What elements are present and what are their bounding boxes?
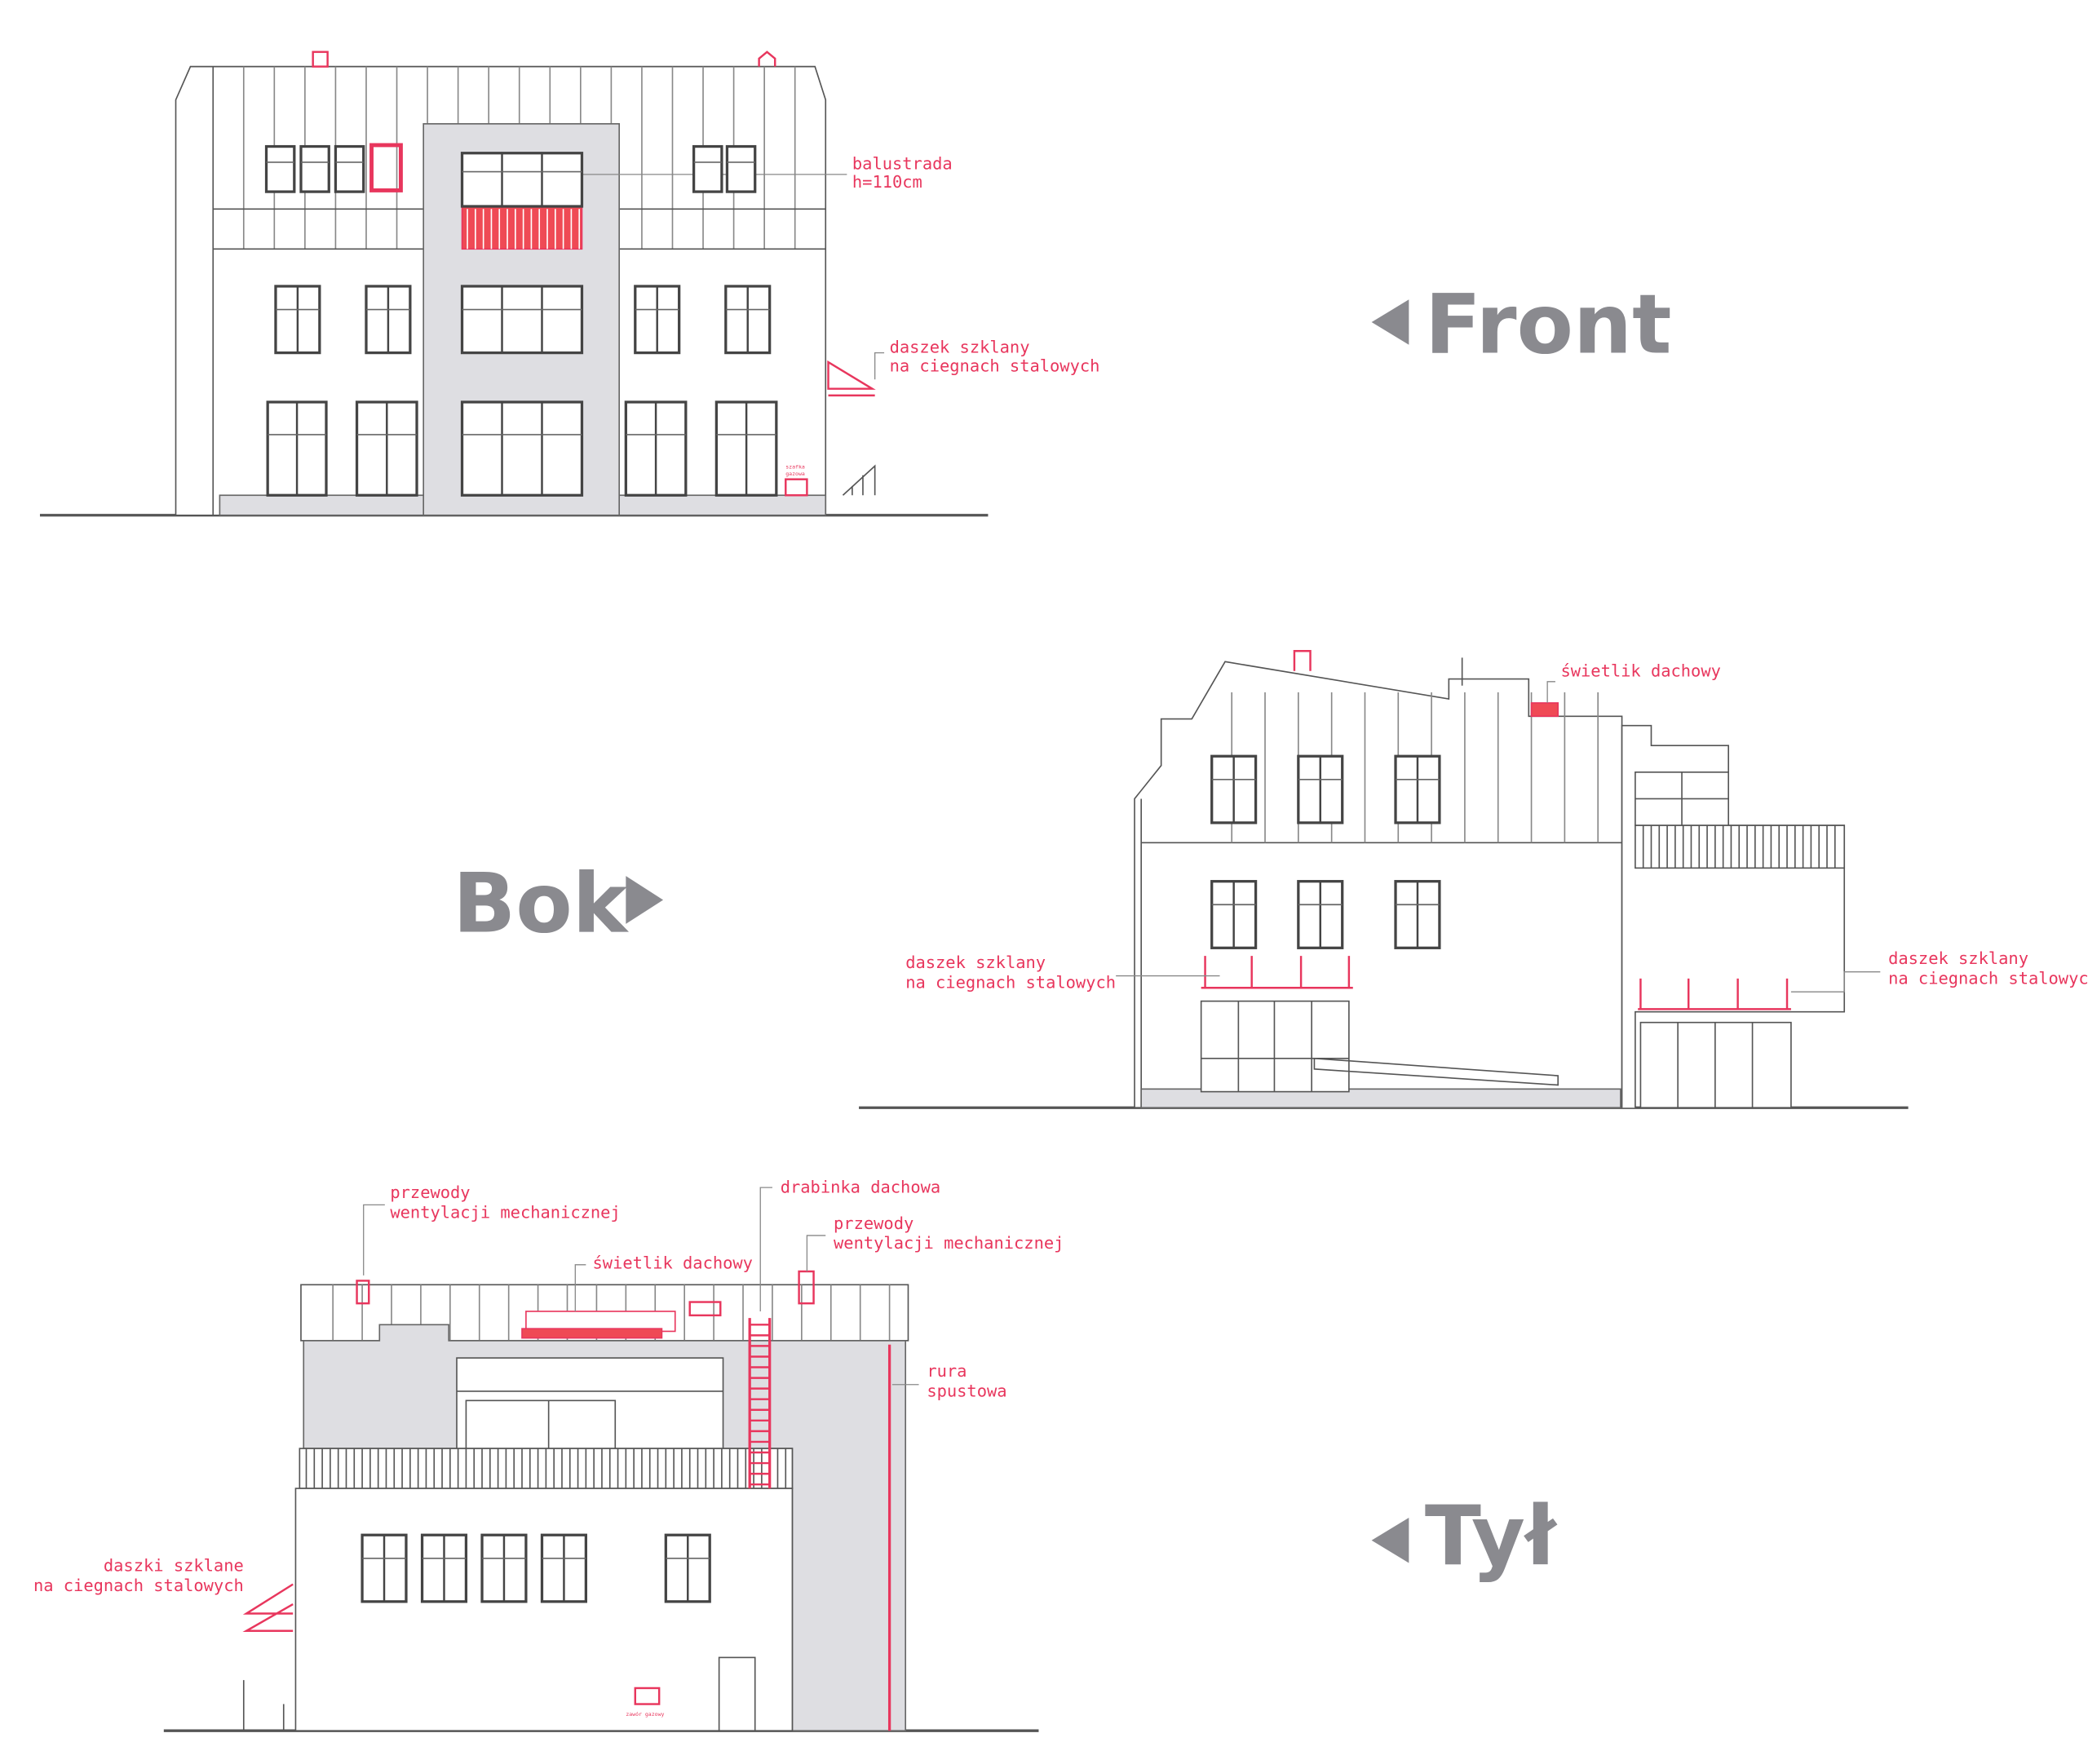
window: [1394, 880, 1441, 949]
side-elevation: świetlik dachowy daszek szklany na ciegn…: [859, 650, 2088, 1109]
label-daszki: daszki szklane: [104, 1555, 244, 1575]
vent-icon: [312, 51, 329, 68]
window: [460, 152, 584, 208]
label-spustowa: spustowa: [927, 1381, 1006, 1400]
front-title: Front: [1371, 276, 1672, 373]
window: [1210, 880, 1258, 949]
window: [624, 400, 688, 497]
glass-canopy-left: [1201, 956, 1353, 989]
glass-canopies: [242, 1583, 294, 1632]
chimney-icon: [758, 51, 776, 67]
roof-ladder: [748, 1318, 772, 1489]
label-balustrada-height: h=110cm: [852, 172, 922, 192]
stairs: [842, 464, 876, 496]
label-daszek-2: na ciegnach stalowych: [890, 356, 1100, 375]
window: [480, 1533, 528, 1603]
ramp: [1313, 1057, 1559, 1086]
triangle-left-icon: [1371, 299, 1409, 345]
label-balustrada: balustrada: [852, 153, 953, 173]
window: [714, 400, 778, 497]
glass-canopy-right: [1638, 978, 1791, 1010]
window: [460, 400, 584, 497]
label-daszek-left: daszek szklany: [905, 953, 1046, 972]
window: [334, 144, 365, 193]
side-title: Bok: [453, 855, 664, 952]
label-zawor: zawór gazowy: [626, 1711, 664, 1718]
label-wentylacja-right-2: wentylacji mechanicznej: [834, 1233, 1064, 1253]
label-drabinka: drabinka dachowa: [781, 1178, 940, 1197]
window: [299, 144, 330, 193]
balcony-railing: [461, 206, 583, 250]
plinth: [1140, 1088, 1621, 1109]
label-daszek: daszek szklany: [890, 338, 1030, 357]
window: [634, 285, 681, 355]
window: [355, 400, 418, 497]
window: [692, 144, 723, 193]
window: [274, 285, 321, 355]
window: [1297, 754, 1344, 825]
window: [540, 1533, 587, 1603]
pink-window: [369, 143, 403, 192]
window: [1210, 754, 1258, 825]
skylight: [1530, 702, 1559, 718]
label-rura: rura: [927, 1361, 967, 1381]
label-swietlik: świetlik dachowy: [1560, 661, 1720, 680]
window: [365, 285, 412, 355]
vent-duct-left: [356, 1280, 370, 1305]
window: [664, 1533, 711, 1603]
label-daszek-right: daszek szklany: [1888, 948, 2028, 968]
front-elevation: szafka gazowa balustrada h=110cm daszek …: [39, 51, 1100, 517]
label-wentylacja-left: przewody: [390, 1183, 470, 1202]
rear-title-text: Tył: [1425, 1488, 1558, 1584]
triangle-left-icon: [1371, 1517, 1409, 1563]
vent-box: [688, 1301, 722, 1317]
window: [724, 285, 772, 355]
window: [1394, 754, 1441, 825]
window: [266, 400, 328, 497]
window: [420, 1533, 468, 1603]
gas-cabinet: [785, 478, 808, 497]
label-daszek-right-2: na ciegnach stalowych: [1888, 968, 2088, 988]
label-szafka: szafka: [785, 464, 805, 471]
glass-canopy: [827, 360, 876, 397]
label-swietlik: świetlik dachowy: [593, 1253, 753, 1273]
label-gazowa: gazowa: [785, 471, 805, 477]
window: [460, 285, 584, 355]
rear-doors: [1639, 1021, 1792, 1109]
vent-duct-right: [798, 1270, 815, 1305]
label-daszek-left-2: na ciegnach stalowych: [905, 972, 1116, 992]
window: [725, 144, 757, 193]
window: [1297, 880, 1344, 949]
window: [361, 1533, 408, 1603]
window: [264, 144, 296, 193]
label-daszki-2: na ciegnach stalowych: [33, 1576, 244, 1595]
side-title-text: Bok: [453, 855, 630, 952]
gas-valve: [634, 1687, 661, 1705]
rear-door: [718, 1656, 756, 1732]
triangle-right-icon: [626, 876, 664, 924]
label-wentylacja-right: przewody: [834, 1214, 914, 1233]
entrance-doors: [1200, 1000, 1350, 1093]
front-title-text: Front: [1425, 276, 1672, 373]
chimney-icon: [1293, 650, 1312, 671]
rear-elevation: zawór gazowy przewody wentylacji mechani…: [33, 1178, 1064, 1732]
label-wentylacja-left-2: wentylacji mechanicznej: [390, 1203, 620, 1222]
rear-title: Tył: [1371, 1488, 1558, 1584]
